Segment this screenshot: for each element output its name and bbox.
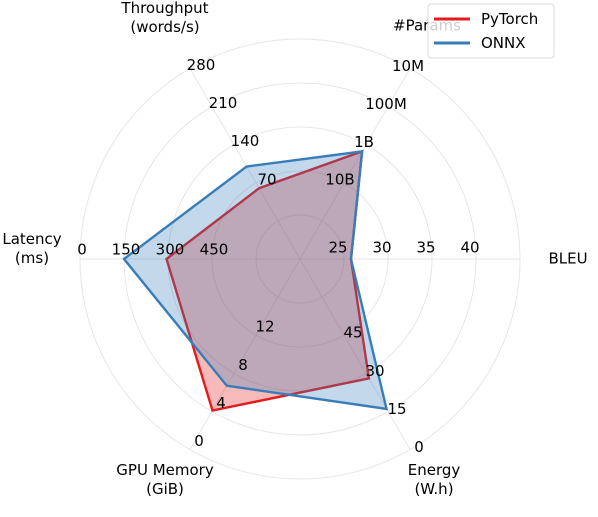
series-line-onnx [122, 150, 389, 411]
axis-label-bleu: BLEU [548, 250, 587, 268]
tick-gpu-4: 4 [216, 394, 226, 412]
legend-label-onnx: ONNX [481, 34, 526, 52]
tick-bleu-25: 25 [328, 239, 347, 257]
tick-latency-300: 300 [156, 241, 185, 259]
tick-bleu-30: 30 [372, 239, 391, 257]
axis-label-latency: Latency(ms) [2, 230, 61, 267]
legend: PyTorch ONNX [427, 3, 555, 59]
series-fill-pytorch [166, 151, 369, 411]
tick-latency-150: 150 [112, 241, 141, 259]
tick-params-10B: 10B [325, 170, 354, 188]
spoke-params [299, 68, 411, 260]
tick-gpu-8: 8 [238, 356, 248, 374]
tick-gpu-12: 12 [255, 318, 274, 336]
tick-energy-30: 30 [365, 362, 384, 380]
tick-params-100M: 100M [365, 95, 407, 113]
tick-throughput-280: 280 [187, 56, 216, 74]
tick-params-10M: 10M [392, 57, 424, 75]
tick-params-1B: 1B [354, 133, 374, 151]
tick-energy-45: 45 [343, 324, 362, 342]
tick-throughput-210: 210 [209, 94, 238, 112]
grid [79, 38, 521, 480]
tick-bleu-35: 35 [416, 239, 435, 257]
spoke-throughput [189, 68, 301, 260]
legend-label-pytorch: PyTorch [481, 10, 538, 28]
axis-label-gpumemory: GPU Memory(GiB) [116, 461, 214, 498]
tick-energy-15: 15 [387, 400, 406, 418]
tick-throughput-70: 70 [257, 170, 276, 188]
spoke-energy [299, 258, 411, 450]
tick-energy-0: 0 [414, 438, 424, 456]
spoke-gpumemory [189, 258, 301, 450]
tick-latency-0: 0 [77, 241, 87, 259]
tick-gpu-0: 0 [194, 432, 204, 450]
tick-latency-450: 450 [200, 241, 229, 259]
axis-label-throughput: Throughput(words/s) [120, 0, 208, 36]
axis-label-energy: Energy(W.h) [408, 461, 461, 498]
series-layer [122, 149, 389, 412]
tick-bleu-40: 40 [460, 239, 479, 257]
series-fill-onnx [124, 151, 387, 409]
tick-throughput-140: 140 [231, 132, 260, 150]
